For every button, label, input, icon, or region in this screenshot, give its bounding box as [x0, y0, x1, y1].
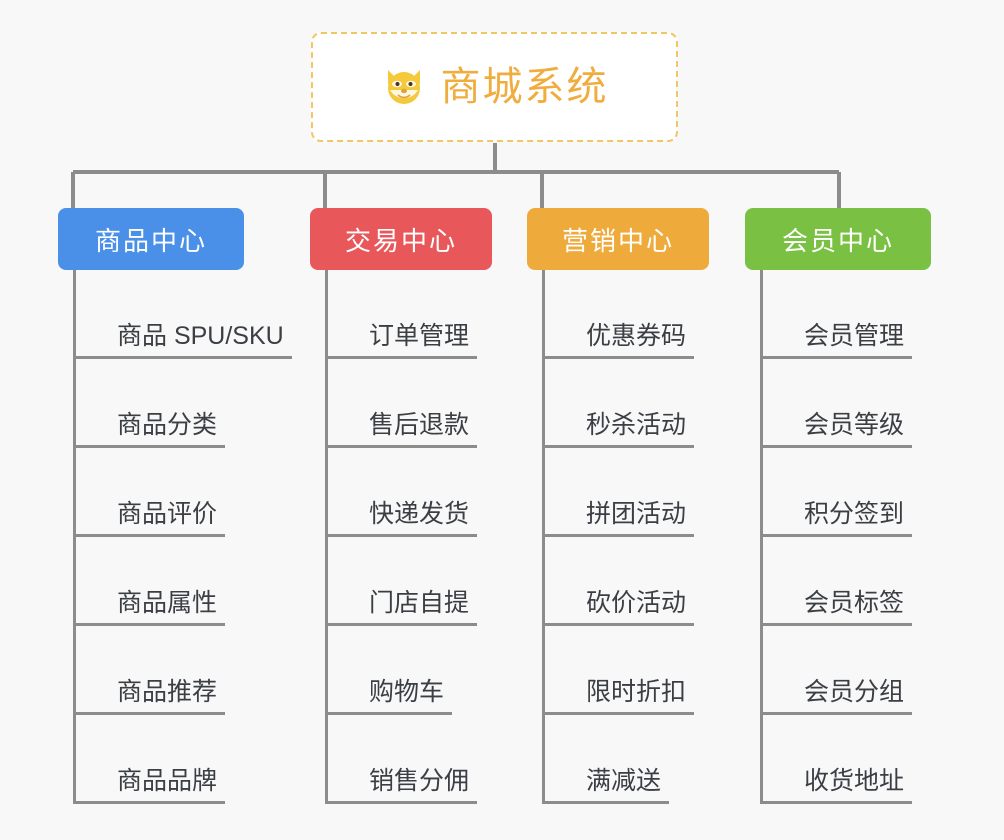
- leaf-label: 会员等级: [796, 411, 913, 448]
- list-item[interactable]: 会员等级: [760, 359, 931, 448]
- list-item[interactable]: 优惠券码: [542, 270, 709, 359]
- leaf-label: 拼团活动: [578, 500, 695, 537]
- branch-trade: 交易中心 订单管理 售后退款 快递发货 门店自提 购物车 销售分佣: [310, 208, 492, 804]
- list-item[interactable]: 会员管理: [760, 270, 931, 359]
- list-item[interactable]: 快递发货: [325, 448, 492, 537]
- leaf-label: 砍价活动: [578, 589, 695, 626]
- list-item[interactable]: 商品属性: [73, 537, 244, 626]
- list-item[interactable]: 秒杀活动: [542, 359, 709, 448]
- leaf-label: 售后退款: [361, 411, 478, 448]
- list-item[interactable]: 收货地址: [760, 715, 931, 804]
- leaf-label: 购物车: [361, 678, 453, 715]
- branch-header-label: 会员中心: [781, 225, 894, 256]
- branch-member: 会员中心 会员管理 会员等级 积分签到 会员标签 会员分组 收货地址: [745, 208, 931, 804]
- leaf-label: 商品评价: [109, 500, 226, 537]
- list-item[interactable]: 商品分类: [73, 359, 244, 448]
- leaf-label: 收货地址: [796, 767, 913, 804]
- list-item[interactable]: 积分签到: [760, 448, 931, 537]
- dog-face-icon: [381, 64, 427, 110]
- branch-header-products[interactable]: 商品中心: [58, 208, 244, 270]
- list-item[interactable]: 商品评价: [73, 448, 244, 537]
- leaf-label: 门店自提: [361, 589, 478, 626]
- leaf-label: 秒杀活动: [578, 411, 695, 448]
- leaf-label: 会员管理: [796, 322, 913, 359]
- leaf-label: 限时折扣: [578, 678, 695, 715]
- leaf-label: 销售分佣: [361, 767, 478, 804]
- list-item[interactable]: 满减送: [542, 715, 709, 804]
- list-item[interactable]: 会员标签: [760, 537, 931, 626]
- leaf-label: 商品分类: [109, 411, 226, 448]
- leaf-label: 快递发货: [361, 500, 478, 537]
- branch-body-products: 商品 SPU/SKU 商品分类 商品评价 商品属性 商品推荐 商品品牌: [73, 270, 292, 804]
- list-item[interactable]: 订单管理: [325, 270, 492, 359]
- branch-marketing: 营销中心 优惠券码 秒杀活动 拼团活动 砍价活动 限时折扣 满减送: [527, 208, 709, 804]
- list-item[interactable]: 商品品牌: [73, 715, 244, 804]
- list-item[interactable]: 商品 SPU/SKU: [73, 270, 292, 359]
- leaf-label: 商品属性: [109, 589, 226, 626]
- leaf-label: 优惠券码: [578, 322, 695, 359]
- leaf-label: 会员标签: [796, 589, 913, 626]
- list-item[interactable]: 限时折扣: [542, 626, 709, 715]
- branch-products: 商品中心 商品 SPU/SKU 商品分类 商品评价 商品属性 商品推荐 商品品牌: [58, 208, 292, 804]
- branch-header-trade[interactable]: 交易中心: [310, 208, 492, 270]
- branch-header-label: 商品中心: [94, 225, 207, 256]
- list-item[interactable]: 会员分组: [760, 626, 931, 715]
- list-item[interactable]: 砍价活动: [542, 537, 709, 626]
- leaf-label: 商品 SPU/SKU: [109, 322, 292, 359]
- list-item[interactable]: 商品推荐: [73, 626, 244, 715]
- list-item[interactable]: 销售分佣: [325, 715, 492, 804]
- list-item[interactable]: 售后退款: [325, 359, 492, 448]
- branch-body-trade: 订单管理 售后退款 快递发货 门店自提 购物车 销售分佣: [325, 270, 492, 804]
- leaf-label: 会员分组: [796, 678, 913, 715]
- branch-body-member: 会员管理 会员等级 积分签到 会员标签 会员分组 收货地址: [760, 270, 931, 804]
- leaf-label: 商品品牌: [109, 767, 226, 804]
- branch-header-label: 交易中心: [344, 225, 457, 256]
- leaf-label: 订单管理: [361, 322, 478, 359]
- root-title: 商城系统: [440, 65, 609, 109]
- list-item[interactable]: 拼团活动: [542, 448, 709, 537]
- branch-body-marketing: 优惠券码 秒杀活动 拼团活动 砍价活动 限时折扣 满减送: [542, 270, 709, 804]
- leaf-label: 积分签到: [796, 500, 913, 537]
- branch-header-member[interactable]: 会员中心: [745, 208, 931, 270]
- list-item[interactable]: 门店自提: [325, 537, 492, 626]
- leaf-label: 满减送: [578, 767, 670, 804]
- list-item[interactable]: 购物车: [325, 626, 492, 715]
- branch-header-marketing[interactable]: 营销中心: [527, 208, 709, 270]
- root-node[interactable]: 商城系统: [311, 32, 678, 142]
- leaf-label: 商品推荐: [109, 678, 226, 715]
- branch-header-label: 营销中心: [561, 225, 674, 256]
